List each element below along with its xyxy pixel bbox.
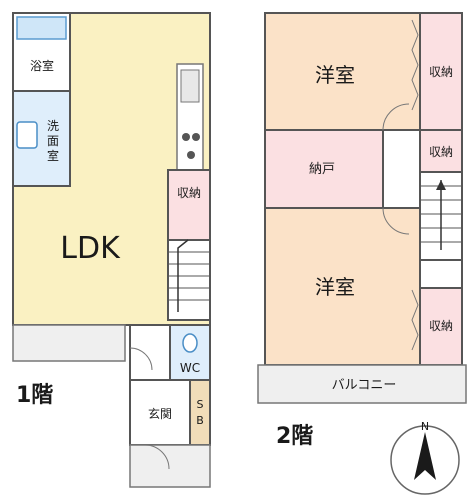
door-swing xyxy=(144,444,170,470)
western-room-south xyxy=(264,207,421,366)
compass-icon: N xyxy=(390,420,460,495)
kitchen-sink xyxy=(180,69,200,103)
hallway-2f xyxy=(382,129,421,209)
compass-north-label: N xyxy=(421,420,429,433)
shoebox-label-b: B xyxy=(196,414,204,427)
washroom-label-1: 洗 xyxy=(47,119,59,133)
storage-2f-middle-label: 収納 xyxy=(429,145,453,159)
shoebox-label-s: S xyxy=(197,398,204,411)
washroom-label-2: 面 xyxy=(47,134,59,148)
folding-door xyxy=(411,19,419,111)
stove-burner xyxy=(182,133,190,141)
storage-2f-bottom-label: 収納 xyxy=(429,319,453,333)
entrance-label: 玄関 xyxy=(148,406,172,421)
door-swing xyxy=(382,207,410,235)
entry-porch xyxy=(129,444,211,488)
floor1-label: 1階 xyxy=(16,383,53,408)
storage-2f-top-label: 収納 xyxy=(429,65,453,79)
wash-basin xyxy=(16,121,38,149)
stove-burner xyxy=(187,151,195,159)
door-swing xyxy=(382,103,410,131)
storage-1f-label: 収納 xyxy=(177,186,201,200)
western-room-north xyxy=(264,12,421,131)
balcony xyxy=(257,364,467,404)
bathtub xyxy=(16,16,67,40)
stairs-1f xyxy=(167,239,211,321)
washroom-label-3: 室 xyxy=(47,148,59,163)
western-south-label: 洋室 xyxy=(315,275,355,299)
ldk-label: LDK xyxy=(60,231,121,266)
wall-segment xyxy=(419,259,463,289)
folding-door xyxy=(411,289,419,351)
porch-1f xyxy=(12,324,126,362)
balcony-label: バルコニー xyxy=(332,378,397,393)
storage-2f-bottom xyxy=(419,287,463,366)
hallway-1f xyxy=(129,324,171,381)
western-north-label: 洋室 xyxy=(315,63,355,87)
closet-label: 納戸 xyxy=(309,162,335,177)
stove-burner xyxy=(192,133,200,141)
toilet-label: WC xyxy=(180,361,200,375)
closet-room xyxy=(264,129,384,209)
floor2-plan xyxy=(257,12,467,404)
toilet-bowl xyxy=(182,333,198,353)
floor1-plan xyxy=(12,12,211,488)
bath-label: 浴室 xyxy=(30,58,54,73)
door-swing xyxy=(129,347,153,371)
storage-1f xyxy=(167,169,211,241)
floor2-label: 2階 xyxy=(276,424,313,449)
stairs-2f xyxy=(419,171,463,261)
shoebox xyxy=(189,379,211,446)
storage-2f-middle xyxy=(419,129,463,173)
